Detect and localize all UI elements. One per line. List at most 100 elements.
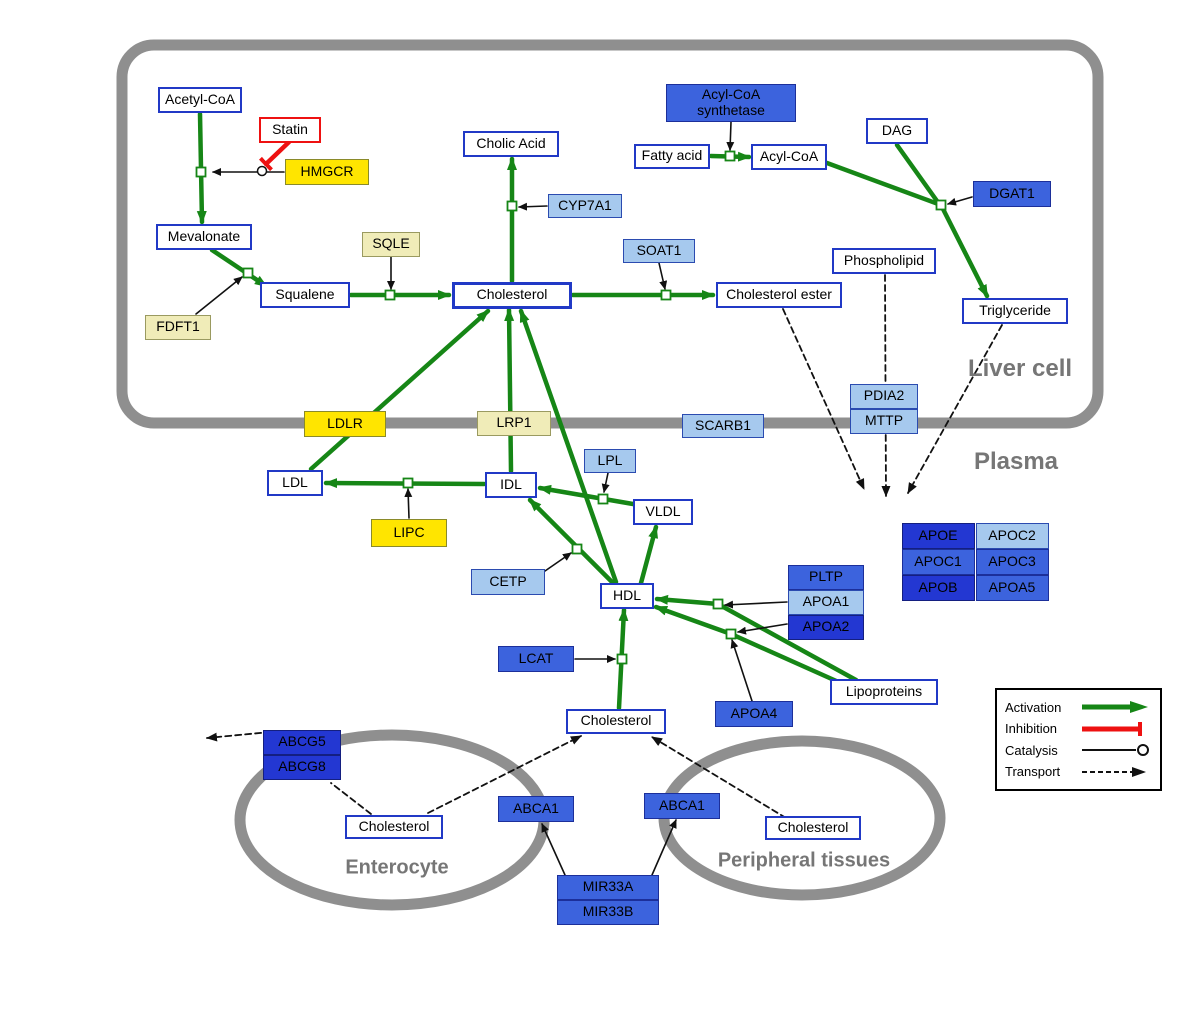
region-label-peripheral-tissues: Peripheral tissues bbox=[717, 849, 891, 872]
legend-label-transport: Transport bbox=[1005, 764, 1061, 780]
node-abcg5[interactable]: ABCG5 bbox=[263, 729, 341, 755]
edge-activation bbox=[537, 484, 636, 507]
reaction-node bbox=[506, 200, 518, 212]
edge-activation bbox=[308, 308, 491, 472]
node-apoa2[interactable]: APOA2 bbox=[788, 614, 864, 640]
node-squalene[interactable]: Squalene bbox=[260, 282, 350, 308]
node-ldlr[interactable]: LDLR bbox=[304, 411, 386, 437]
node-apoa4[interactable]: APOA4 bbox=[715, 701, 793, 727]
node-mevalonate[interactable]: Mevalonate bbox=[156, 224, 252, 250]
node-apoe[interactable]: APOE bbox=[901, 523, 975, 549]
node-apoa1[interactable]: APOA1 bbox=[788, 589, 864, 615]
node-idl[interactable]: IDL bbox=[485, 472, 537, 498]
edge-catalysis bbox=[726, 121, 735, 151]
node-hdl[interactable]: HDL bbox=[600, 583, 654, 609]
region-label-plasma: Plasma bbox=[973, 448, 1059, 475]
reaction-node bbox=[712, 598, 724, 610]
reaction-node bbox=[402, 477, 414, 489]
node-cyp7a1[interactable]: CYP7A1 bbox=[548, 194, 622, 218]
edge-catalysis bbox=[601, 472, 610, 493]
node-fdft1[interactable]: FDFT1 bbox=[145, 314, 211, 340]
edge-activation bbox=[638, 524, 659, 586]
edge-transport bbox=[907, 324, 1003, 494]
node-soat1[interactable]: SOAT1 bbox=[623, 239, 695, 263]
legend-label-catalysis: Catalysis bbox=[1005, 742, 1058, 758]
edge-transport bbox=[782, 308, 865, 490]
reaction-node bbox=[597, 493, 609, 505]
node-apoc1[interactable]: APOC1 bbox=[901, 549, 975, 575]
edge-catalysis bbox=[737, 623, 788, 635]
node-fatty-acid[interactable]: Fatty acid bbox=[634, 143, 710, 169]
edge-catalysis bbox=[651, 819, 677, 876]
node-triglyceride[interactable]: Triglyceride bbox=[962, 298, 1068, 324]
node-lipc[interactable]: LIPC bbox=[371, 519, 447, 547]
node-cholesterol-ester[interactable]: Cholesterol ester bbox=[716, 282, 842, 308]
edge-inhibition bbox=[259, 139, 292, 172]
edge-transport bbox=[651, 736, 787, 819]
node-cholic-acid[interactable]: Cholic Acid bbox=[463, 131, 559, 157]
node-pdia2[interactable]: PDIA2 bbox=[850, 383, 918, 409]
edge-activation bbox=[518, 308, 619, 585]
edge-transport bbox=[427, 735, 582, 814]
edge-catalysis bbox=[947, 196, 973, 206]
reaction-node bbox=[660, 289, 672, 301]
reaction-node bbox=[935, 199, 947, 211]
region-label-enterocyte: Enterocyte bbox=[345, 856, 449, 879]
node-pltp[interactable]: PLTP bbox=[788, 564, 864, 590]
node-vldl[interactable]: VLDL bbox=[633, 499, 693, 525]
edge-catalysis bbox=[544, 552, 572, 572]
edge-catalysis bbox=[658, 262, 668, 290]
node-hmgcr[interactable]: HMGCR bbox=[285, 159, 369, 185]
node-phospholipid[interactable]: Phospholipid bbox=[832, 248, 936, 274]
transport-dashed-arrow-icon bbox=[1082, 766, 1146, 777]
reaction-node bbox=[384, 289, 396, 301]
node-cholesterol-peripheral[interactable]: Cholesterol bbox=[765, 816, 861, 840]
node-apoa5[interactable]: APOA5 bbox=[975, 575, 1049, 601]
reaction-node bbox=[242, 267, 254, 279]
node-statin[interactable]: Statin bbox=[259, 117, 321, 143]
node-abcg8[interactable]: ABCG8 bbox=[263, 754, 341, 780]
node-mir33a[interactable]: MIR33A bbox=[557, 874, 659, 900]
node-apob[interactable]: APOB bbox=[901, 575, 975, 601]
node-acyl-coa[interactable]: Acyl-CoA bbox=[751, 144, 827, 170]
edge-catalysis bbox=[195, 276, 243, 315]
node-scarb1[interactable]: SCARB1 bbox=[682, 414, 764, 438]
node-acetyl-coa[interactable]: Acetyl-CoA bbox=[158, 87, 242, 113]
reaction-node bbox=[725, 628, 737, 640]
inhibition-tbar-icon bbox=[1082, 721, 1142, 736]
node-dag[interactable]: DAG bbox=[866, 118, 928, 144]
node-apoc3[interactable]: APOC3 bbox=[975, 549, 1049, 575]
edge-catalysis bbox=[730, 639, 753, 702]
node-lipoproteins[interactable]: Lipoproteins bbox=[830, 679, 938, 705]
legend: Activation Inhibition Catalysis Transpor… bbox=[995, 688, 1162, 791]
edge-activation bbox=[894, 142, 940, 204]
node-abca1-peripheral[interactable]: ABCA1 bbox=[644, 793, 720, 819]
node-mir33b[interactable]: MIR33B bbox=[557, 899, 659, 925]
node-ldl[interactable]: LDL bbox=[267, 470, 323, 496]
node-cholesterol-enterocyte[interactable]: Cholesterol bbox=[345, 815, 443, 839]
edge-catalysis bbox=[518, 202, 548, 211]
edge-activation bbox=[527, 497, 616, 586]
node-lrp1[interactable]: LRP1 bbox=[477, 410, 551, 436]
node-sqle[interactable]: SQLE bbox=[362, 231, 420, 257]
node-acyl-coa-synthetase[interactable]: Acyl-CoA synthetase bbox=[666, 84, 796, 122]
node-abca1-enterocyte[interactable]: ABCA1 bbox=[498, 796, 574, 822]
node-mttp[interactable]: MTTP bbox=[850, 408, 918, 434]
legend-row-activation: Activation bbox=[1005, 697, 1152, 717]
node-lpl[interactable]: LPL bbox=[584, 449, 636, 473]
edge-catalysis bbox=[404, 488, 413, 519]
node-cetp[interactable]: CETP bbox=[471, 569, 545, 595]
node-lcat[interactable]: LCAT bbox=[498, 646, 574, 672]
edge-activation bbox=[209, 247, 269, 289]
node-dgat1[interactable]: DGAT1 bbox=[973, 181, 1051, 207]
node-cholesterol-plasma[interactable]: Cholesterol bbox=[566, 708, 666, 734]
activation-arrow-icon bbox=[1082, 701, 1148, 713]
liver-cell-membrane bbox=[116, 39, 1104, 429]
node-apoc2[interactable]: APOC2 bbox=[975, 523, 1049, 549]
reaction-node bbox=[616, 653, 628, 665]
region-label-liver-cell: Liver cell bbox=[967, 355, 1073, 382]
reaction-node bbox=[724, 150, 736, 162]
node-cholesterol-liver[interactable]: Cholesterol bbox=[452, 281, 572, 309]
